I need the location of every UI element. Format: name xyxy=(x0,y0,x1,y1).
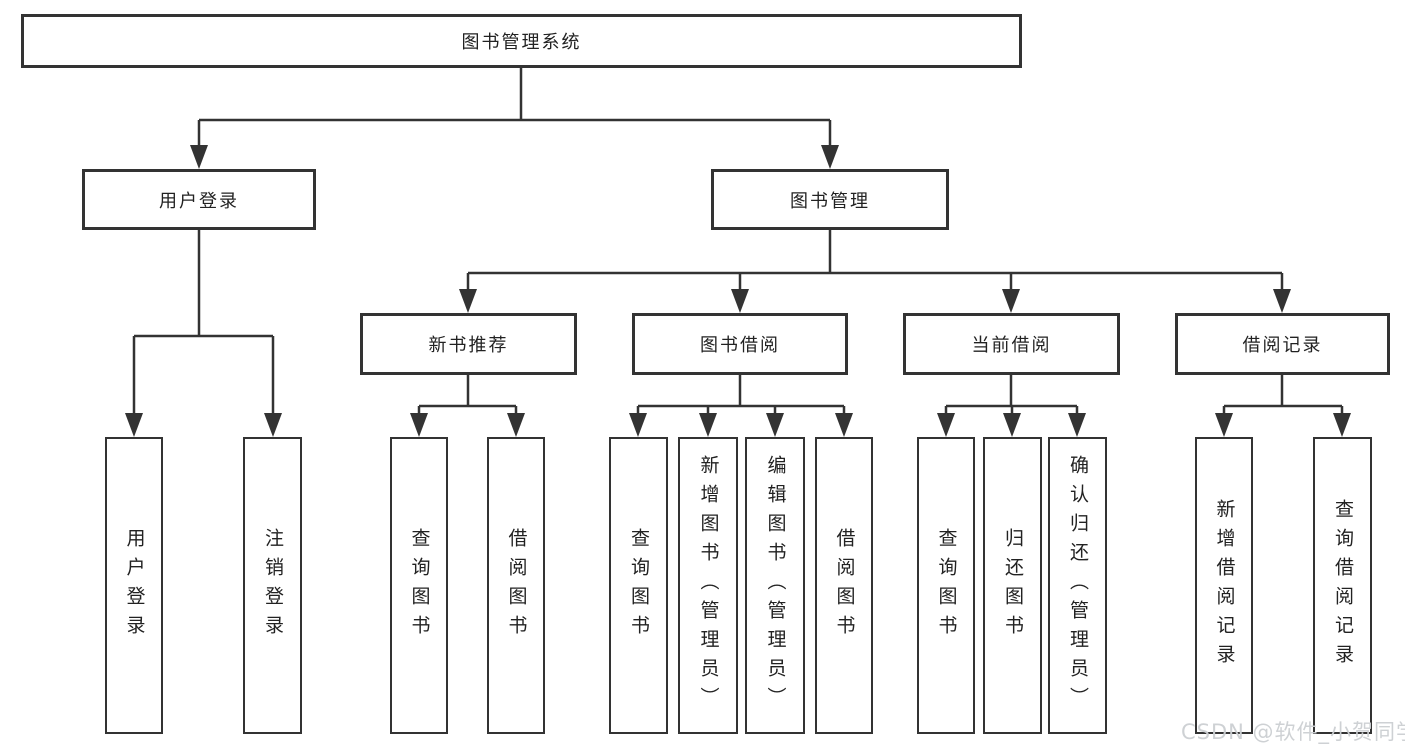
node-label: 借阅记录 xyxy=(1242,335,1323,356)
csdn-watermark: CSDN @软件_小贺同学 xyxy=(1181,720,1405,744)
node-new-book-recommend: 新书推荐 xyxy=(360,313,577,375)
node-label: 当前借阅 xyxy=(971,335,1052,356)
node-label: 借阅图书 xyxy=(833,527,856,644)
leaf-add-book-admin: 新增图书（管理员） xyxy=(678,437,738,734)
node-label: 新书推荐 xyxy=(428,335,509,356)
leaf-borrow-books-recommend: 借阅图书 xyxy=(487,437,545,734)
node-label: 图书管理系统 xyxy=(461,32,582,53)
leaf-query-books-current: 查询图书 xyxy=(917,437,975,734)
arrowheads xyxy=(125,145,1351,437)
leaf-logout: 注销登录 xyxy=(243,437,302,734)
node-label: 注销登录 xyxy=(262,527,284,644)
node-label: 用户登录 xyxy=(159,190,239,212)
node-label: 新增借阅记录 xyxy=(1213,498,1236,673)
node-label: 查询图书 xyxy=(628,527,650,644)
node-label: 图书借阅 xyxy=(700,335,780,356)
leaf-confirm-return-admin: 确认归还（管理员） xyxy=(1048,437,1107,734)
connector-paths xyxy=(132,68,1344,415)
node-root-library-system: 图书管理系统 xyxy=(21,14,1022,68)
node-current-borrow: 当前借阅 xyxy=(903,313,1120,375)
node-label: 查询图书 xyxy=(408,527,431,644)
leaf-query-books-borrow: 查询图书 xyxy=(609,437,668,734)
node-label: 用户登录 xyxy=(123,527,146,644)
leaf-add-borrow-record: 新增借阅记录 xyxy=(1195,437,1253,734)
leaf-edit-book-admin: 编辑图书（管理员） xyxy=(745,437,805,734)
node-label: 确认归还（管理员） xyxy=(1067,455,1089,716)
node-label: 编辑图书（管理员） xyxy=(764,455,787,716)
node-borrow-records: 借阅记录 xyxy=(1175,313,1390,375)
leaf-borrow-books: 借阅图书 xyxy=(815,437,873,734)
node-book-borrow: 图书借阅 xyxy=(632,313,848,375)
leaf-query-borrow-record: 查询借阅记录 xyxy=(1313,437,1372,734)
leaf-query-books-recommend: 查询图书 xyxy=(390,437,448,734)
node-label: 归还图书 xyxy=(1002,527,1024,644)
node-book-management: 图书管理 xyxy=(711,169,949,230)
node-user-login: 用户登录 xyxy=(82,169,316,230)
node-label: 查询借阅记录 xyxy=(1332,498,1354,673)
node-label: 新增图书（管理员） xyxy=(697,455,720,716)
leaf-return-book: 归还图书 xyxy=(983,437,1042,734)
node-label: 查询图书 xyxy=(935,527,958,644)
node-label: 图书管理 xyxy=(790,190,870,212)
node-label: 借阅图书 xyxy=(505,527,528,644)
leaf-user-login: 用户登录 xyxy=(105,437,163,734)
